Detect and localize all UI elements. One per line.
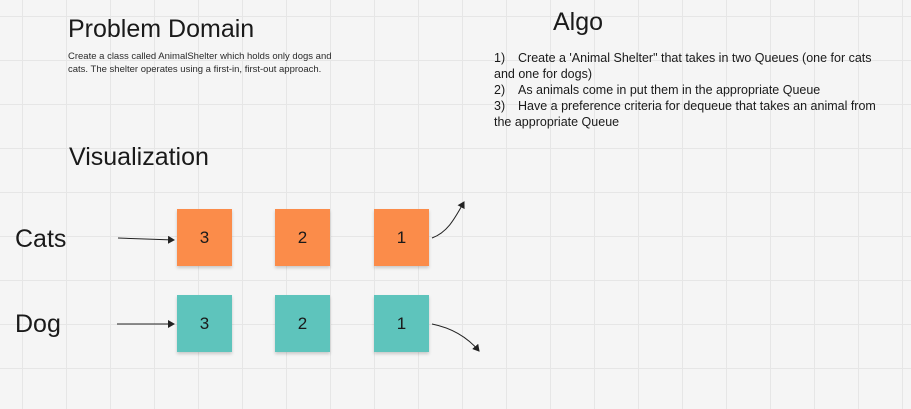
algo-title: Algo (553, 8, 604, 36)
algo-step: 1)Create a 'Animal Shelter" that takes i… (494, 51, 872, 81)
dog-row-label: Dog (15, 310, 61, 338)
problem-domain-title: Problem Domain (68, 15, 255, 43)
algo-step: 3)Have a preference criteria for dequeue… (494, 99, 876, 129)
problem-domain-description: Create a class called AnimalShelter whic… (68, 51, 332, 75)
dog-note[interactable]: 1 (374, 295, 429, 352)
visualization-title: Visualization (69, 143, 209, 171)
dog-note[interactable]: 2 (275, 295, 330, 352)
cats-note[interactable]: 2 (275, 209, 330, 266)
cats-dequeue-arrow[interactable] (431, 201, 465, 239)
algo-steps-list: 1)Create a 'Animal Shelter" that takes i… (494, 50, 894, 130)
cats-note[interactable]: 1 (374, 209, 429, 266)
cats-note[interactable]: 3 (177, 209, 232, 266)
dog-dequeue-arrow[interactable] (431, 323, 480, 352)
algo-step: 2)As animals come in put them in the app… (494, 83, 821, 97)
cats-enqueue-arrow[interactable] (117, 235, 175, 244)
dog-note[interactable]: 3 (177, 295, 232, 352)
cats-row-label: Cats (15, 225, 67, 253)
